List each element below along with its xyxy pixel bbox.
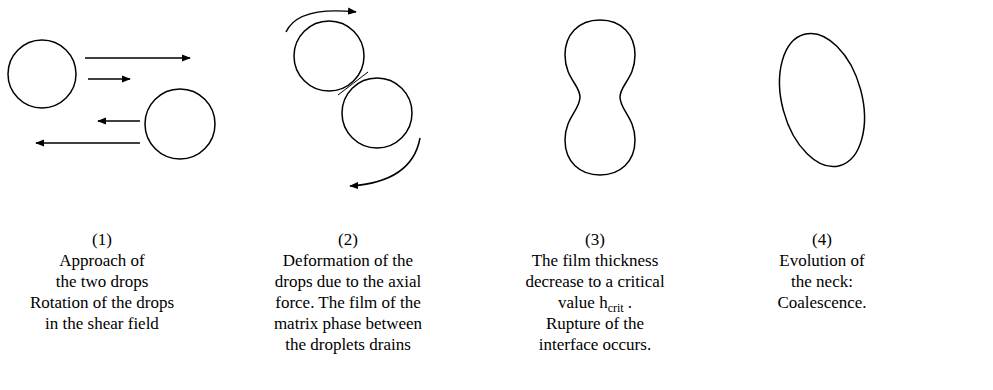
shear-arrow: [36, 142, 140, 144]
rotation-arrow: [350, 138, 420, 186]
stage-caption: (4) Evolution of the neck: Coalescence.: [712, 229, 932, 313]
shear-arrow: [88, 78, 130, 80]
caption-paragraph: Deformation of the drops due to the axia…: [271, 250, 426, 355]
shear-arrow: [98, 120, 140, 122]
stage-number: (1): [92, 230, 112, 249]
stage-number-row: (4): [712, 229, 932, 250]
stage-number-row: (3): [485, 229, 705, 250]
caption-paragraph: Approach of the two drops: [52, 250, 152, 292]
caption-paragraph: The film thickness decrease to a critica…: [520, 250, 670, 313]
stage-caption: (2) Deformation of the drops due to the a…: [238, 229, 458, 355]
subscript: crit: [608, 301, 624, 315]
stage-number: (3): [585, 230, 605, 249]
shear-arrow: [85, 57, 190, 59]
coalesced-drop: [766, 24, 878, 176]
rotation-arrow: [286, 11, 356, 32]
caption-text: .: [628, 293, 632, 312]
caption-paragraph: Evolution of the neck: Coalescence.: [772, 250, 872, 313]
drop: [8, 40, 76, 108]
stage-number-row: (2): [238, 229, 458, 250]
drop: [145, 89, 215, 159]
stage-number: (2): [338, 230, 358, 249]
film: [338, 72, 368, 95]
caption-text: Deformation of the drops due to the axia…: [274, 251, 422, 354]
caption-text: The film thickness decrease to a critica…: [525, 251, 664, 312]
caption-paragraph: Rotation of the drops in the shear field: [22, 292, 182, 334]
caption-text: Evolution of the neck: Coalescence.: [777, 251, 866, 312]
caption-text: Approach of the two drops: [56, 251, 149, 291]
drop: [294, 21, 364, 91]
drop: [342, 78, 412, 148]
stage-number: (4): [812, 230, 832, 249]
caption-text: Rotation of the drops in the shear field: [30, 293, 174, 333]
caption-text: Rupture of the interface occurs.: [539, 314, 651, 354]
stage-number-row: (1): [0, 229, 212, 250]
caption-paragraph: Rupture of the interface occurs.: [520, 313, 670, 355]
stage-caption: (3) The film thickness decrease to a crit…: [485, 229, 705, 355]
stage-caption: (1) Approach of the two dropsRotation of …: [0, 229, 212, 334]
necked-drop: [565, 20, 635, 175]
